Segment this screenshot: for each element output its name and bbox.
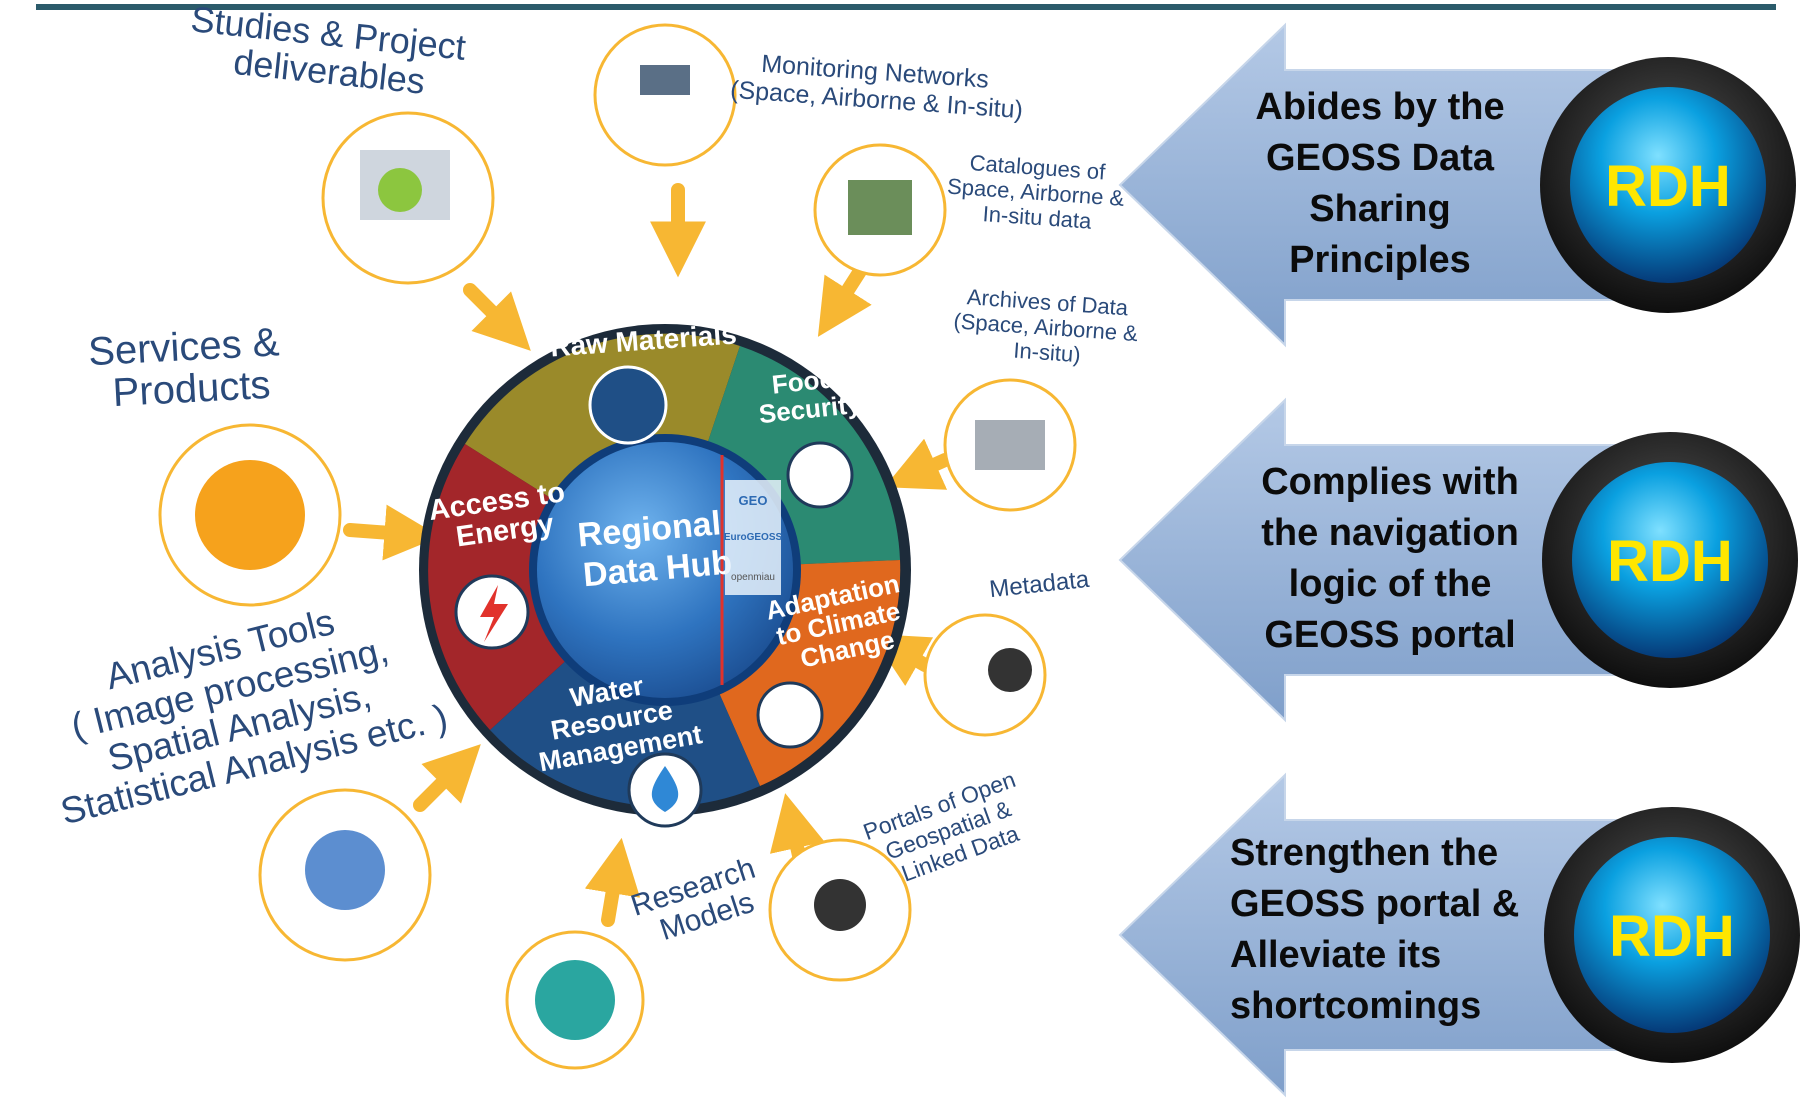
geo-logo: GEO bbox=[739, 493, 768, 508]
connector-studies bbox=[463, 283, 531, 351]
callout-3-line3: Alleviate its bbox=[1230, 934, 1442, 976]
callout-text-2: Complies with the navigation logic of th… bbox=[1230, 457, 1550, 661]
callout-text-3: Strengthen the GEOSS portal & Alleviate … bbox=[1230, 828, 1570, 1032]
svg-text:Studies & Project delive: Studies & Project deliverables bbox=[185, 0, 478, 107]
metadata-icon bbox=[923, 613, 1047, 737]
svg-text:Access to Raw Materials: Access to Raw Materials bbox=[547, 289, 738, 363]
services-label1: Services & bbox=[87, 320, 281, 374]
connector-services bbox=[343, 504, 441, 561]
svg-text:Monitoring Networks (Spa: Monitoring Networks (Space, Airborne & I… bbox=[729, 48, 1025, 124]
svg-text:Adaptation to Climate: Adaptation to Climate Change bbox=[763, 567, 920, 679]
rdh-badge-3: RDH bbox=[1544, 807, 1800, 1063]
hands-plant-icon bbox=[786, 441, 854, 509]
rdh-badge-2-text: RDH bbox=[1607, 529, 1733, 594]
rdh-badge-3-text: RDH bbox=[1609, 904, 1735, 969]
source-glyphs bbox=[195, 65, 1045, 1040]
callout-2-line4: GEOSS portal bbox=[1264, 614, 1516, 656]
archives-label3: In-situ) bbox=[1013, 338, 1082, 368]
callout-3-line4: shortcomings bbox=[1230, 985, 1482, 1027]
callout-text-1: Abides by the GEOSS Data Sharing Princip… bbox=[1230, 82, 1530, 286]
callout-3-line1: Strengthen the bbox=[1230, 832, 1499, 874]
callout-2-line1: Complies with bbox=[1261, 461, 1519, 503]
rdh-badge-1: RDH bbox=[1540, 57, 1796, 313]
connector-research bbox=[584, 837, 641, 927]
hub: Regional Data Hub GEO EuroGEOSS openmiau bbox=[576, 480, 782, 595]
openmiau-logo: openmiau bbox=[731, 572, 775, 583]
callout-1-line4: Principles bbox=[1289, 239, 1471, 281]
callout-2-line3: logic of the bbox=[1288, 563, 1492, 605]
services-label2: Products bbox=[112, 363, 272, 415]
industry-icon bbox=[588, 365, 668, 445]
metadata-label: Metadata bbox=[988, 566, 1091, 603]
svg-text:Services & Products: Services & Products bbox=[87, 320, 294, 416]
svg-text:Water Resource Man: Water Resource Management bbox=[527, 662, 705, 777]
connector-analysis bbox=[413, 744, 481, 812]
callout-1-line3: Sharing bbox=[1309, 188, 1451, 230]
svg-text:Catalogues of Space, Air: Catalogues of Space, Airborne & In-situ … bbox=[945, 149, 1133, 237]
segment-food-label1: Food bbox=[770, 363, 836, 399]
connector-archives bbox=[884, 438, 952, 490]
callouts: RDH RDH RDH bbox=[1118, 22, 1800, 1098]
callout-1-line1: Abides by the bbox=[1255, 86, 1505, 128]
callout-2-line2: the navigation bbox=[1261, 512, 1519, 554]
top-rule bbox=[36, 4, 1776, 10]
callout-1-line2: GEOSS Data bbox=[1265, 137, 1495, 179]
logo-panel bbox=[725, 480, 781, 595]
svg-text:Food Security: Food Security bbox=[754, 361, 863, 429]
tree-icon bbox=[756, 681, 824, 749]
svg-text:Analysis Tools ( Image p: Analysis Tools ( Image processing, Spati… bbox=[27, 580, 451, 832]
svg-text:Research Models: Research Models bbox=[627, 849, 777, 953]
segment-icons bbox=[454, 365, 854, 828]
rdh-badge-1-text: RDH bbox=[1605, 154, 1731, 219]
callout-3-line2: GEOSS portal & bbox=[1230, 883, 1520, 925]
svg-text:Archives of Data (Space,: Archives of Data (Space, Airborne & In-s… bbox=[951, 283, 1147, 371]
eurogeoss-logo: EuroGEOSS bbox=[724, 532, 783, 543]
connector-catalogues bbox=[817, 261, 872, 337]
rdh-badge-2: RDH bbox=[1542, 432, 1798, 688]
